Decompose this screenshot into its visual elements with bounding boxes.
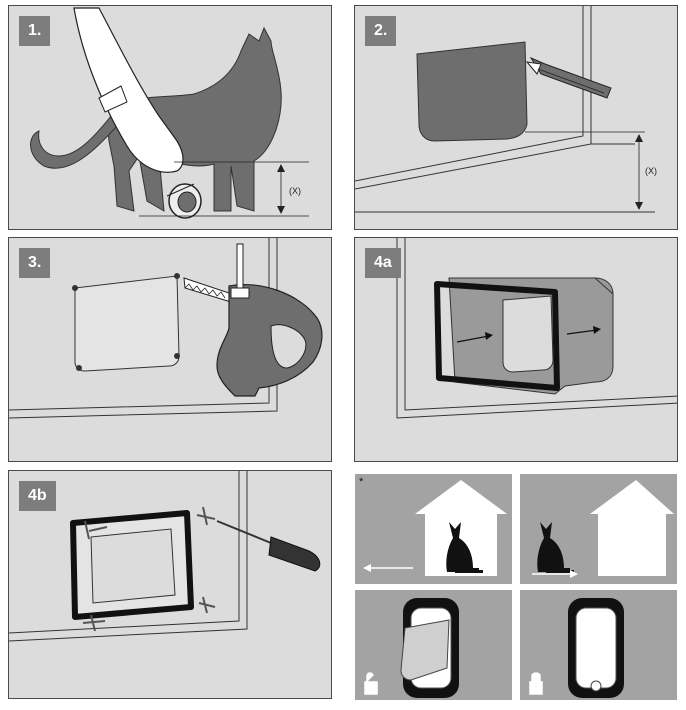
step-1-number: 1. xyxy=(19,16,51,46)
flap-frame xyxy=(434,281,560,391)
insert-arrow xyxy=(456,335,490,343)
mode-unlocked-illustration xyxy=(364,598,459,698)
step-2-number: 2. xyxy=(365,16,397,46)
house-icon xyxy=(590,480,674,576)
cat-icon xyxy=(446,522,479,572)
mode-locked-panel xyxy=(520,590,677,700)
lock-icon xyxy=(529,672,543,695)
mode-locked-illustration xyxy=(529,598,624,698)
jigsaw-icon xyxy=(216,283,323,397)
footnote-asterisk: * xyxy=(359,476,364,488)
house-icon xyxy=(415,480,507,576)
step-4a-panel: 4a xyxy=(354,237,678,462)
step-1-illustration xyxy=(30,7,309,219)
mode-out-only-panel xyxy=(520,474,677,584)
pencil-icon xyxy=(529,56,612,99)
step-1-panel: 1. (X) xyxy=(8,5,332,230)
step-4a-illustration xyxy=(396,238,677,419)
mode-out-only-illustration xyxy=(532,480,674,578)
mode-in-only-illustration xyxy=(363,480,507,576)
step-3-illustration xyxy=(9,238,323,419)
screwdriver-icon xyxy=(268,536,321,572)
step-2-illustration xyxy=(355,6,655,213)
screw-icon xyxy=(84,520,108,540)
step-4b-number: 4b xyxy=(19,481,56,511)
cat-tail xyxy=(30,115,118,169)
mode-unlocked-panel xyxy=(355,590,512,700)
step-3-panel: 3. xyxy=(8,237,332,462)
unlock-icon xyxy=(364,672,378,695)
step-2-panel: 2. (X) xyxy=(354,5,678,230)
door-frame xyxy=(9,471,248,642)
cut-outline xyxy=(74,275,180,372)
saw-blade-icon xyxy=(183,277,232,303)
flap-template xyxy=(416,41,528,142)
step-4b-illustration xyxy=(9,471,321,642)
step-4a-number: 4a xyxy=(365,248,401,278)
step-4b-panel: 4b xyxy=(8,470,332,699)
step-2-measure-label: (X) xyxy=(645,166,657,176)
door-frame xyxy=(355,6,655,213)
push-arrow xyxy=(566,329,598,335)
step-1-measure-label: (X) xyxy=(289,186,301,196)
mode-in-only-panel: * xyxy=(355,474,512,584)
door-frame xyxy=(396,238,677,419)
cat-icon xyxy=(537,522,570,572)
open-flap xyxy=(400,619,450,681)
step-3-number: 3. xyxy=(19,248,51,278)
